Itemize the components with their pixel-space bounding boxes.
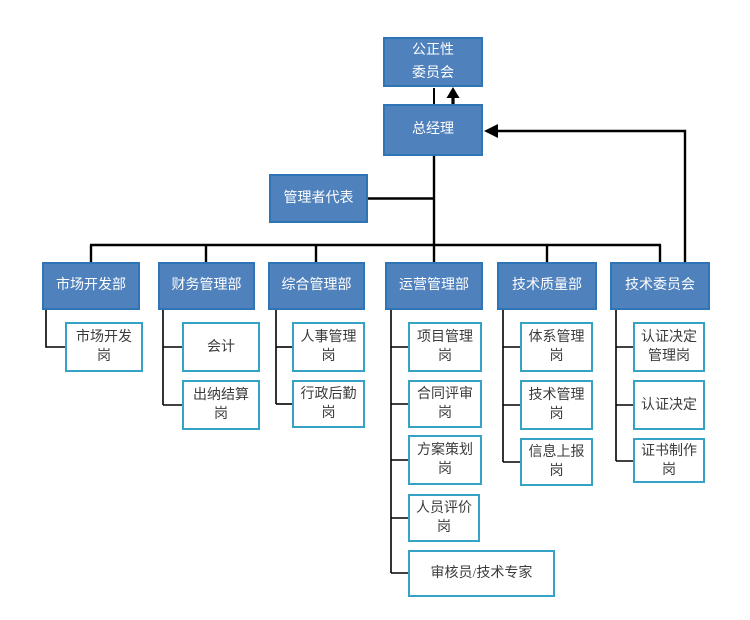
node-pos-admin-logistics: 行政后勤 岗 [292,380,365,428]
node-pos-tech-management: 技术管理 岗 [520,380,593,430]
node-pos-cashier-settlement: 出纳结算 岗 [182,380,260,430]
node-management-representative: 管理者代表 [269,174,368,223]
node-pos-project-management: 项目管理 岗 [408,322,482,372]
node-pos-info-reporting: 信息上报 岗 [520,438,593,486]
node-dept-finance: 财务管理部 [158,262,255,310]
connector-techcommittee-to-gm [497,129,687,262]
node-dept-operations: 运营管理部 [385,262,483,310]
node-dept-tech-quality: 技术质量部 [497,262,597,310]
connector-position-spines [45,310,633,574]
connector-department-drops [89,245,662,262]
node-pos-auditor-expert: 审核员/技术专家 [408,550,555,597]
up-arrowhead-icon [446,87,460,98]
node-pos-contract-review: 合同评审 岗 [408,380,482,428]
node-pos-cert-decision-management: 认证决定 管理岗 [633,322,705,372]
left-arrowhead-icon [484,124,498,138]
node-pos-program-planning: 方案策划 岗 [408,435,482,485]
node-general-manager: 总经理 [383,104,483,156]
node-dept-general-admin: 综合管理部 [268,262,365,310]
node-pos-market-development: 市场开发 岗 [65,322,143,372]
node-pos-system-management: 体系管理 岗 [520,322,593,372]
node-pos-cert-production: 证书制作 岗 [633,438,705,483]
node-pos-personnel-evaluation: 人员评价 岗 [408,494,480,542]
node-pos-hr-management: 人事管理 岗 [292,322,365,372]
node-dept-market-development: 市场开发部 [42,262,140,310]
node-fairness-committee: 公正性 委员会 [383,37,483,87]
node-pos-accountant: 会计 [182,322,260,372]
node-pos-cert-decision: 认证决定 [633,380,705,430]
node-technical-committee: 技术委员会 [610,262,710,310]
